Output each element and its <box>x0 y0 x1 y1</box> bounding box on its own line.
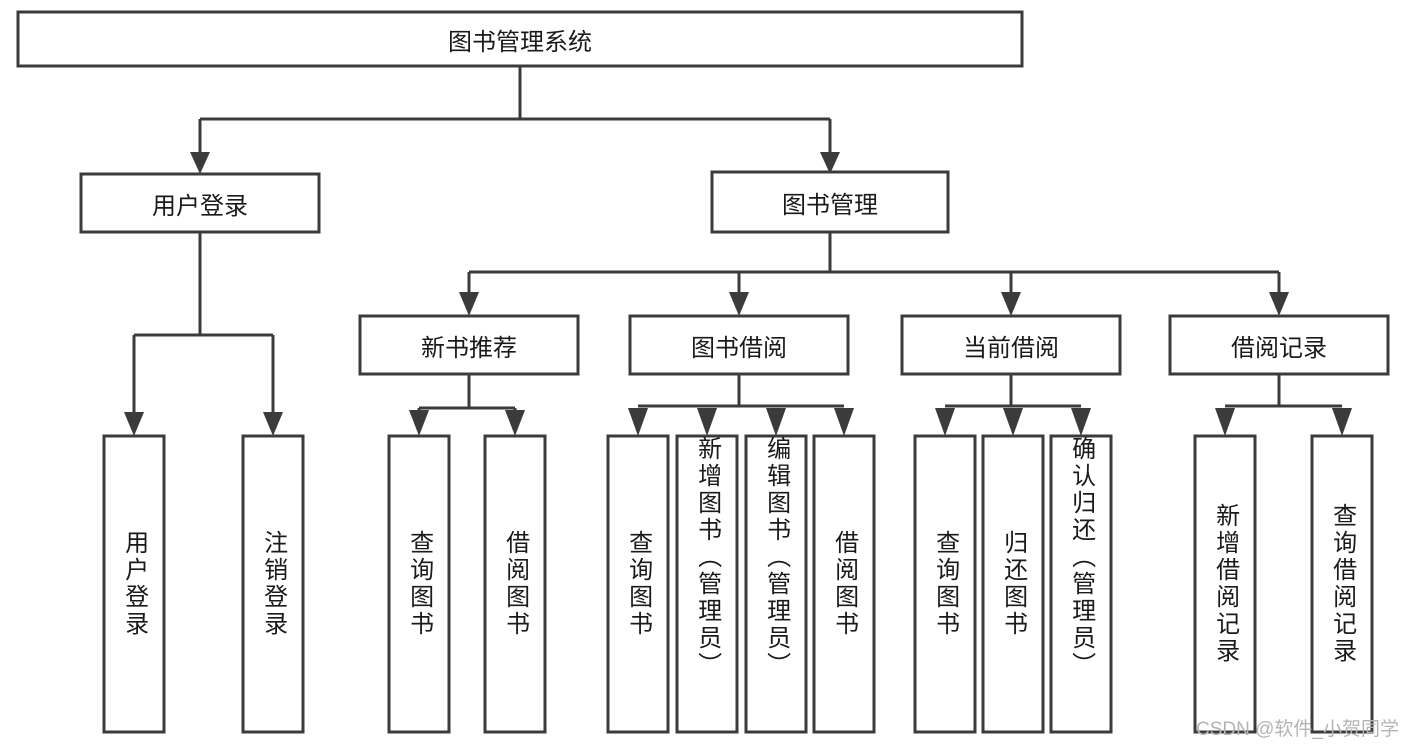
node-box-leaf-return-book[interactable] <box>981 434 1045 734</box>
node-box-leaf-query-book-current[interactable] <box>913 434 977 734</box>
node-box-leaf-add-borrow-record[interactable] <box>1193 434 1257 734</box>
node-box-book-borrow[interactable] <box>628 314 850 376</box>
arrow-user-login-to-leaf1 <box>124 412 144 436</box>
arrow-bb-to-leaf4 <box>834 408 854 436</box>
arrow-bm-to-book-borrow <box>729 292 749 316</box>
node-box-leaf-query-borrow-record[interactable] <box>1310 434 1374 734</box>
node-box-leaf-borrow-book[interactable] <box>812 434 876 734</box>
node-box-leaf-borrow-book-recommendation[interactable] <box>483 434 547 734</box>
connector-group-root <box>190 66 840 174</box>
arrow-cb-to-leaf1 <box>935 408 955 436</box>
node-box-leaf-query-book-borrow[interactable] <box>606 434 670 734</box>
connector-group-user-login <box>124 232 283 436</box>
arrow-nb-to-leaf1 <box>409 410 429 436</box>
arrow-br-to-leaf2 <box>1332 408 1352 436</box>
arrow-user-login-to-leaf2 <box>263 412 283 436</box>
node-box-leaf-add-book-admin[interactable] <box>675 434 739 734</box>
csdn-watermark: CSDN @软件_小贺同学 <box>1196 719 1399 740</box>
node-box-leaf-confirm-return-admin[interactable] <box>1049 434 1113 734</box>
connector-group-book-management <box>459 232 1289 316</box>
connector-group-book-borrow <box>628 374 854 436</box>
arrow-root-to-book-management <box>820 152 840 174</box>
node-box-current-borrow[interactable] <box>900 314 1122 376</box>
arrow-nb-to-leaf2 <box>505 410 525 436</box>
node-box-user-login[interactable] <box>79 172 321 234</box>
node-box-new-book-recommendation[interactable] <box>358 314 580 376</box>
node-box-leaf-user-login[interactable] <box>102 434 166 734</box>
arrow-bm-to-current-borrow <box>1001 292 1021 316</box>
arrow-bm-to-borrow-record <box>1269 292 1289 316</box>
arrow-cb-to-leaf3 <box>1071 408 1091 436</box>
node-box-leaf-query-book-recommendation[interactable] <box>387 434 451 734</box>
connector-group-borrow-record <box>1215 374 1352 436</box>
connector-group-current-borrow <box>935 374 1091 436</box>
arrow-bb-to-leaf3 <box>766 408 786 436</box>
arrow-br-to-leaf1 <box>1215 408 1235 436</box>
arrow-cb-to-leaf2 <box>1003 408 1023 436</box>
connector-group-new-book-recommendation <box>409 374 525 436</box>
node-box-borrow-record[interactable] <box>1168 314 1390 376</box>
arrow-bb-to-leaf2 <box>697 408 717 436</box>
arrow-bm-to-new-book <box>459 292 479 316</box>
node-box-leaf-edit-book-admin[interactable] <box>744 434 808 734</box>
arrow-bb-to-leaf1 <box>628 408 648 436</box>
node-box-root[interactable] <box>16 10 1024 68</box>
node-box-book-management[interactable] <box>710 170 950 234</box>
node-box-leaf-logout[interactable] <box>241 434 305 734</box>
arrow-root-to-user-login <box>190 152 210 174</box>
